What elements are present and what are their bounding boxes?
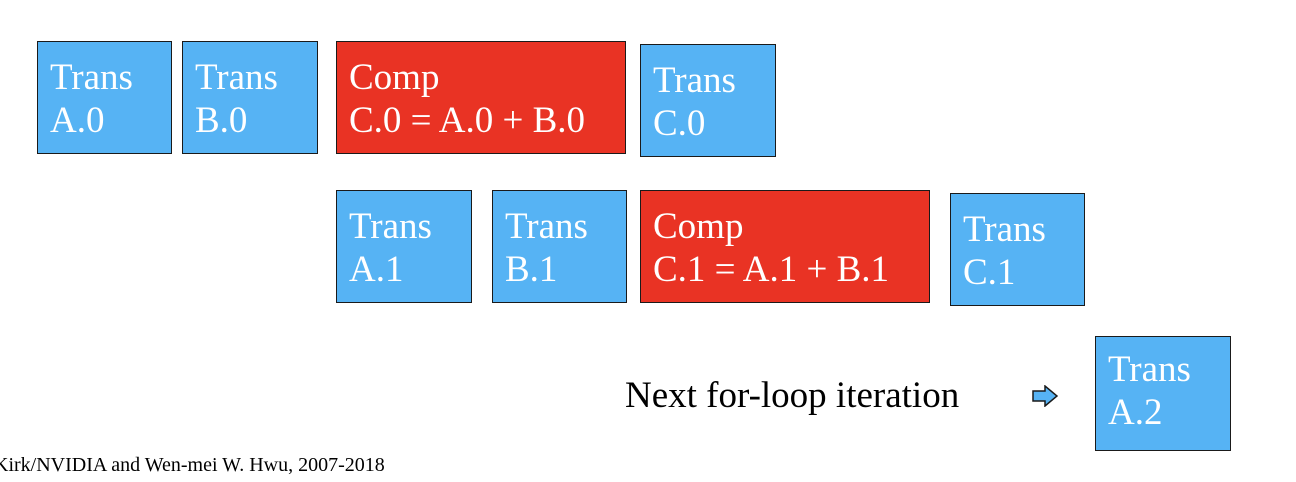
box-line-1: Trans [50, 57, 133, 98]
comp-c0-box: Comp C.0 = A.0 + B.0 [336, 41, 626, 154]
box-line-1: Trans [505, 206, 588, 247]
comp-c1-box: Comp C.1 = A.1 + B.1 [640, 190, 930, 303]
right-arrow-icon [1032, 385, 1058, 407]
box-line-2: A.2 [1108, 392, 1163, 433]
box-line-2: C.1 = A.1 + B.1 [653, 249, 890, 290]
trans-c1-box: Trans C.1 [950, 193, 1085, 306]
box-line-2: B.1 [505, 249, 558, 290]
trans-b1-box: Trans B.1 [492, 190, 627, 303]
box-line-2: A.1 [349, 249, 404, 290]
box-line-2: C.0 [653, 103, 706, 144]
box-line-1: Trans [195, 57, 278, 98]
trans-b0-box: Trans B.0 [182, 41, 318, 154]
box-line-2: C.0 = A.0 + B.0 [349, 100, 586, 141]
footer-credit: Kirk/NVIDIA and Wen-mei W. Hwu, 2007-201… [0, 454, 385, 476]
trans-c0-box: Trans C.0 [640, 44, 776, 157]
trans-a1-box: Trans A.1 [336, 190, 472, 303]
box-line-2: B.0 [195, 100, 248, 141]
box-line-1: Trans [349, 206, 432, 247]
box-line-2: A.0 [50, 100, 105, 141]
box-line-1: Trans [653, 60, 736, 101]
box-line-2: C.1 [963, 252, 1016, 293]
next-iteration-label: Next for-loop iteration [625, 375, 960, 416]
trans-a0-box: Trans A.0 [37, 41, 172, 154]
box-line-1: Trans [1108, 349, 1191, 390]
box-line-1: Comp [653, 206, 744, 247]
box-line-1: Comp [349, 57, 440, 98]
trans-a2-box: Trans A.2 [1095, 336, 1231, 451]
box-line-1: Trans [963, 209, 1046, 250]
